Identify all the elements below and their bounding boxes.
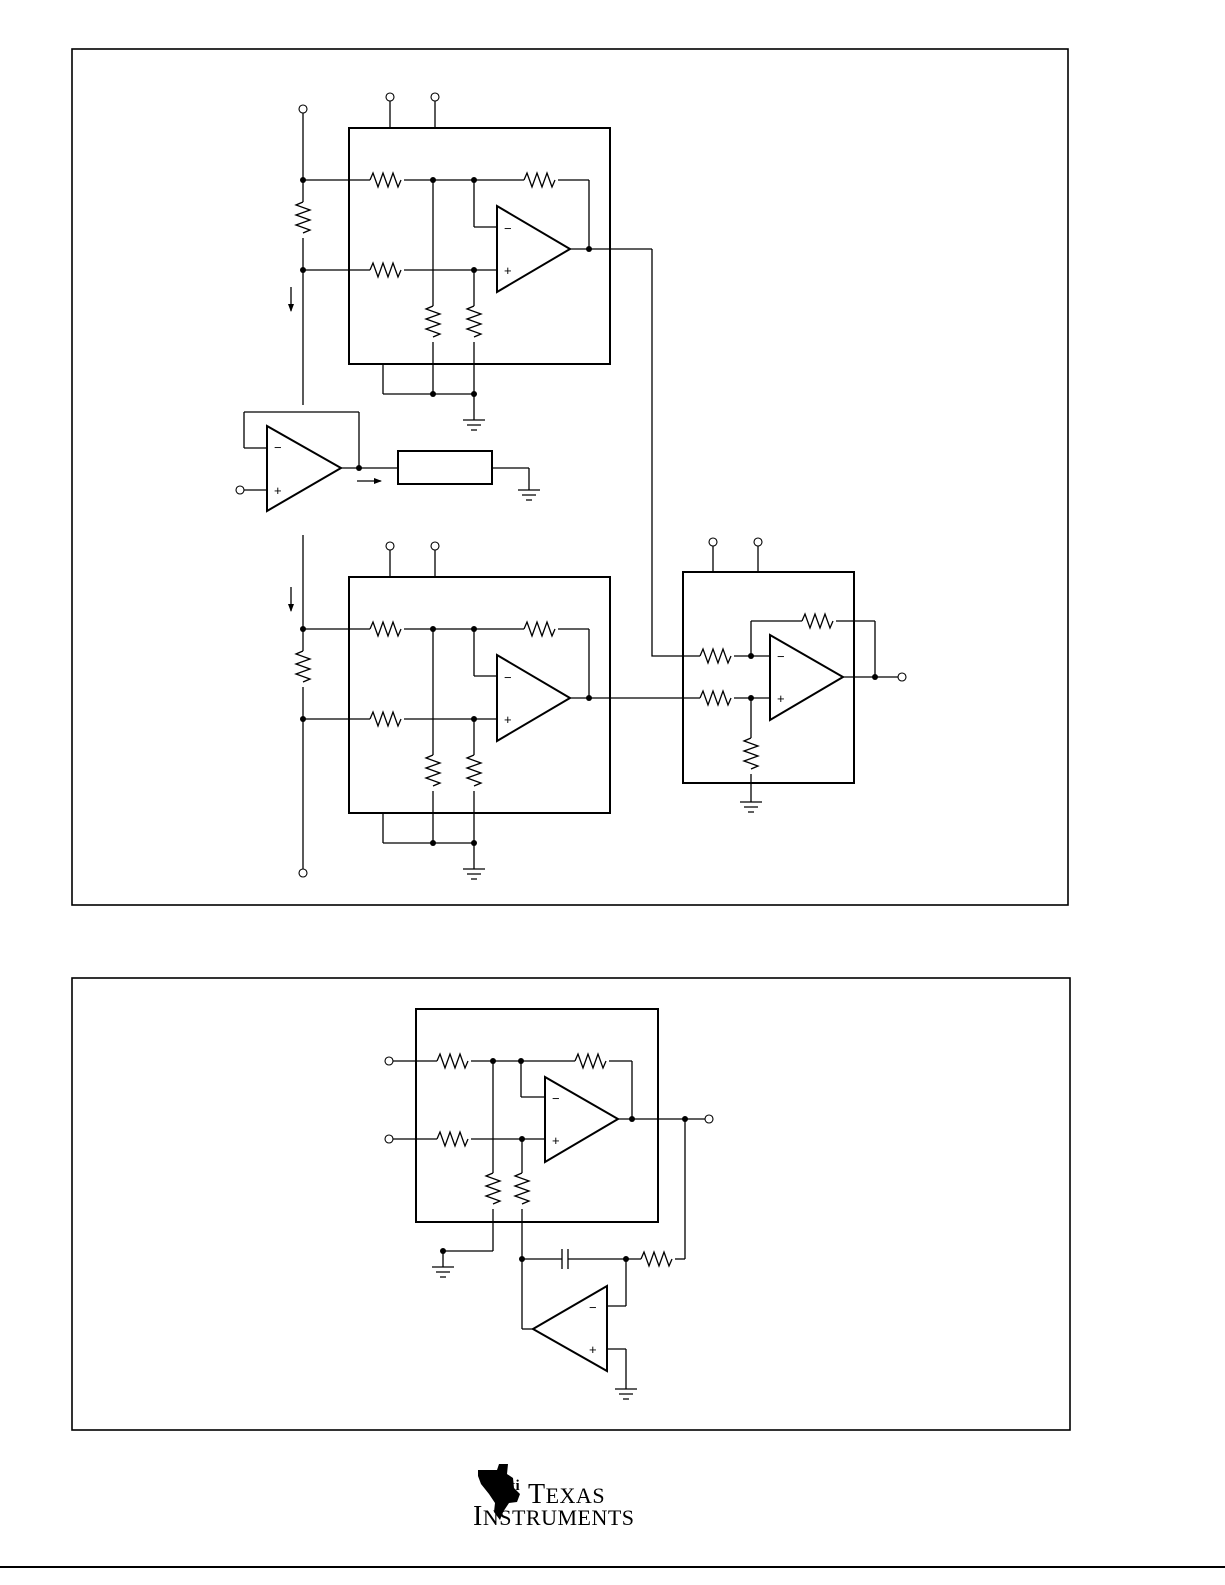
diff-amp-with-integrator: − + − + <box>385 1009 713 1399</box>
ground-icon <box>615 1389 637 1399</box>
output-terminal <box>898 673 906 681</box>
opamp <box>770 635 843 720</box>
svg-text:−: − <box>552 1091 560 1106</box>
supply-terminal <box>386 93 394 101</box>
figure-2-frame <box>72 978 1070 1430</box>
svg-text:−: − <box>504 670 512 685</box>
logo-line-2: INSTRUMENTS <box>473 1501 635 1532</box>
svg-text:+: + <box>589 1342 597 1357</box>
svg-text:−: − <box>504 221 512 236</box>
driver-opamp <box>267 426 341 511</box>
output-terminal <box>705 1115 713 1123</box>
input-terminal-1 <box>385 1057 393 1065</box>
ground-icon <box>740 802 762 812</box>
integrator-capacitor <box>562 1249 568 1269</box>
figure-1: − + − + <box>72 49 1068 905</box>
driver-input-terminal <box>236 486 244 494</box>
svg-text:ti: ti <box>510 1478 520 1494</box>
svg-text:+: + <box>552 1133 560 1148</box>
diff-amp-output: − + <box>683 538 906 812</box>
opamp <box>497 655 570 741</box>
diff-amp-upper: − + <box>303 93 652 430</box>
diff-amp-lower: − + <box>303 542 700 879</box>
supply-terminal <box>386 542 394 550</box>
svg-text:−: − <box>589 1300 597 1315</box>
ground-icon <box>463 420 485 430</box>
supply-terminal <box>431 93 439 101</box>
ground-icon <box>518 490 540 500</box>
ground-icon <box>463 869 485 879</box>
opamp <box>545 1077 618 1162</box>
load-block <box>398 451 492 484</box>
supply-terminal <box>709 538 717 546</box>
svg-text:+: + <box>504 263 512 278</box>
rail-top-terminal <box>299 105 307 113</box>
ground-icon <box>432 1267 454 1277</box>
svg-text:−: − <box>777 649 785 664</box>
figure-2: − + − + <box>72 978 1070 1430</box>
integrator-opamp <box>533 1286 607 1371</box>
upper-output-wire <box>652 249 700 656</box>
supply-terminal <box>431 542 439 550</box>
footer-rule <box>0 1566 1225 1568</box>
texas-instruments-logo: ti TEXAS INSTRUMENTS <box>473 1464 635 1532</box>
svg-text:+: + <box>274 483 282 498</box>
figure-1-frame <box>72 49 1068 905</box>
supply-terminal <box>754 538 762 546</box>
svg-text:−: − <box>274 440 282 455</box>
shunt-resistor-bottom <box>296 651 310 682</box>
input-terminal-2 <box>385 1135 393 1143</box>
opamp <box>497 206 570 292</box>
rail-bottom-terminal <box>299 869 307 877</box>
shunt-resistor-top <box>296 202 310 233</box>
svg-text:+: + <box>777 691 785 706</box>
svg-text:+: + <box>504 712 512 727</box>
driver-stage: − + <box>236 412 540 511</box>
